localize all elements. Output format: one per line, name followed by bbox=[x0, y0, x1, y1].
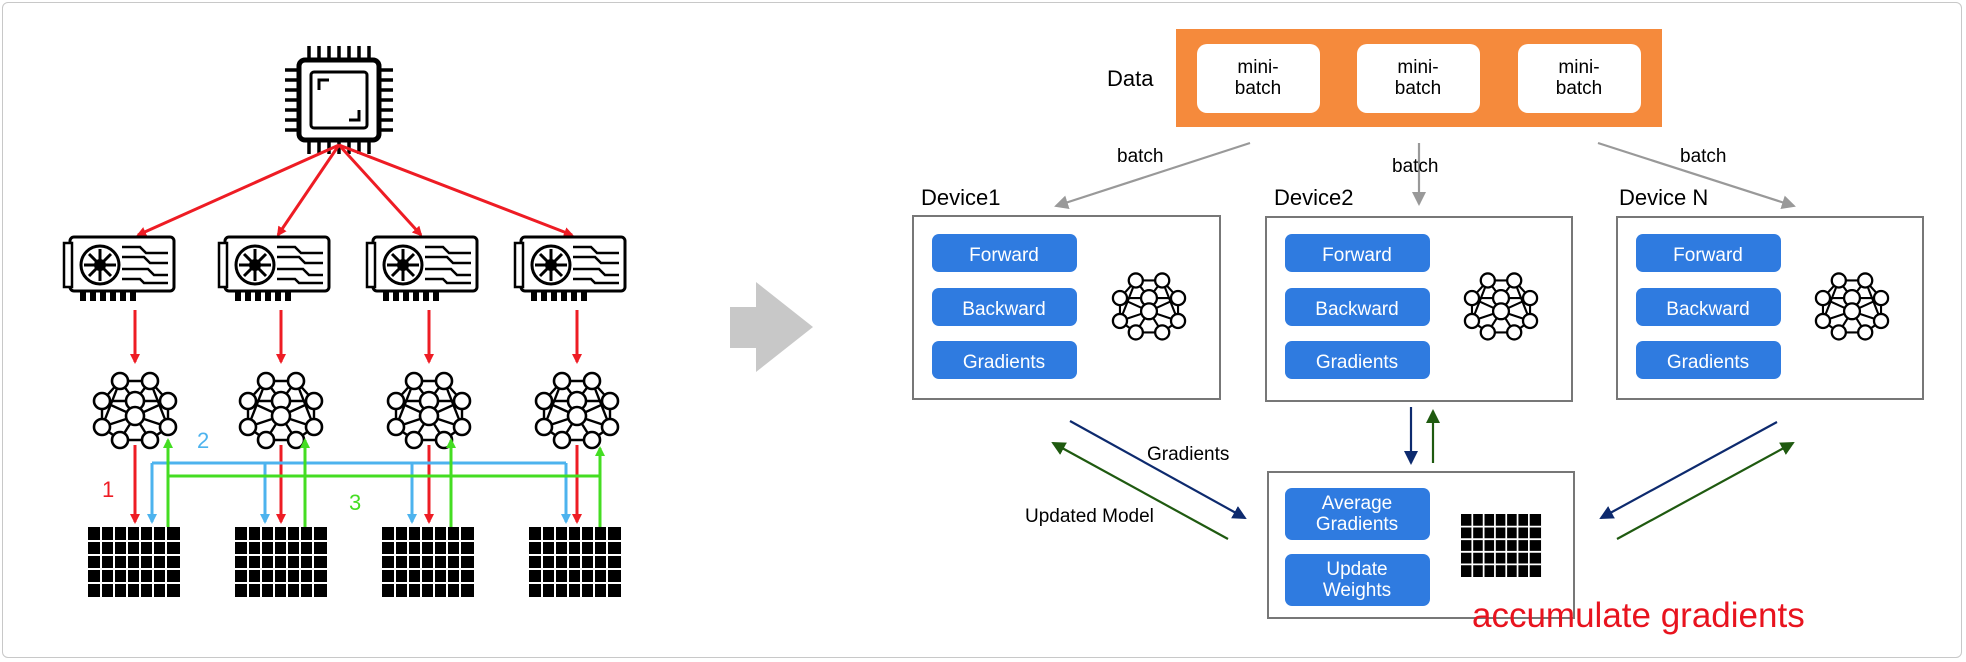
backward-button bbox=[1285, 288, 1430, 326]
forward-button bbox=[932, 234, 1077, 272]
batch-arrows bbox=[1054, 141, 1796, 209]
gradients-button bbox=[1285, 341, 1430, 379]
gpu-icon bbox=[365, 235, 479, 303]
batch-label: batch bbox=[1680, 146, 1726, 167]
step1-arrows bbox=[130, 445, 582, 524]
forward-label: Forward bbox=[969, 245, 1039, 266]
gpu-icon bbox=[217, 235, 331, 303]
batch-label: batch bbox=[1392, 156, 1438, 177]
gradient-grid-icon bbox=[87, 526, 181, 598]
step3-label: 3 bbox=[349, 490, 361, 515]
backward-label: Backward bbox=[1315, 299, 1398, 320]
gradients-flow-label: Gradients bbox=[1147, 444, 1229, 465]
gradient-grid-icon bbox=[528, 526, 622, 598]
gradient-grid-icon bbox=[1460, 513, 1542, 578]
minibatch-boxes bbox=[1197, 44, 1641, 113]
device-title: Device2 bbox=[1274, 185, 1353, 210]
minibatch-label: mini-batch bbox=[1556, 57, 1602, 99]
batch-label: batch bbox=[1117, 146, 1163, 167]
gradients-label: Gradients bbox=[1316, 352, 1398, 373]
minibatch-label: mini-batch bbox=[1395, 57, 1441, 99]
backward-button bbox=[1636, 288, 1781, 326]
transition-arrow-icon bbox=[730, 282, 813, 372]
step3-arrows bbox=[163, 438, 605, 528]
update-weights-button bbox=[1285, 554, 1430, 606]
gpu-icon bbox=[513, 235, 627, 303]
gradients-label: Gradients bbox=[1667, 352, 1749, 373]
gradient-grid-icon bbox=[381, 526, 475, 598]
step1-label: 1 bbox=[102, 477, 114, 502]
forward-label: Forward bbox=[1673, 245, 1743, 266]
updated-model-label: Updated Model bbox=[1025, 506, 1154, 527]
forward-button bbox=[1636, 234, 1781, 272]
step2-arrows bbox=[147, 461, 571, 524]
backward-label: Backward bbox=[1666, 299, 1749, 320]
backward-button bbox=[932, 288, 1077, 326]
gradient-sync-arrows bbox=[1051, 407, 1795, 540]
cpu-to-gpu-arrows bbox=[136, 143, 574, 237]
backward-label: Backward bbox=[962, 299, 1045, 320]
gradients-label: Gradients bbox=[963, 352, 1045, 373]
gradients-button bbox=[932, 341, 1077, 379]
average-gradients-button bbox=[1285, 488, 1430, 540]
gradients-button bbox=[1636, 341, 1781, 379]
step2-label: 2 bbox=[197, 428, 209, 453]
device-title: Device N bbox=[1619, 185, 1708, 210]
forward-label: Forward bbox=[1322, 245, 1392, 266]
accumulate-caption: accumulate gradients bbox=[1472, 596, 1805, 635]
gpu-to-model-arrows bbox=[130, 310, 582, 364]
forward-button bbox=[1285, 234, 1430, 272]
neural-network-icon bbox=[238, 371, 324, 450]
gpu-icon bbox=[62, 235, 176, 303]
device-title: Device1 bbox=[921, 185, 1000, 210]
data-label: Data bbox=[1107, 66, 1154, 91]
neural-network-icon bbox=[386, 371, 472, 450]
gradient-grid-icon bbox=[234, 526, 328, 598]
minibatch-label: mini-batch bbox=[1235, 57, 1281, 99]
neural-network-icon bbox=[92, 371, 178, 450]
cpu-icon bbox=[285, 46, 393, 154]
neural-network-icon bbox=[534, 371, 620, 450]
